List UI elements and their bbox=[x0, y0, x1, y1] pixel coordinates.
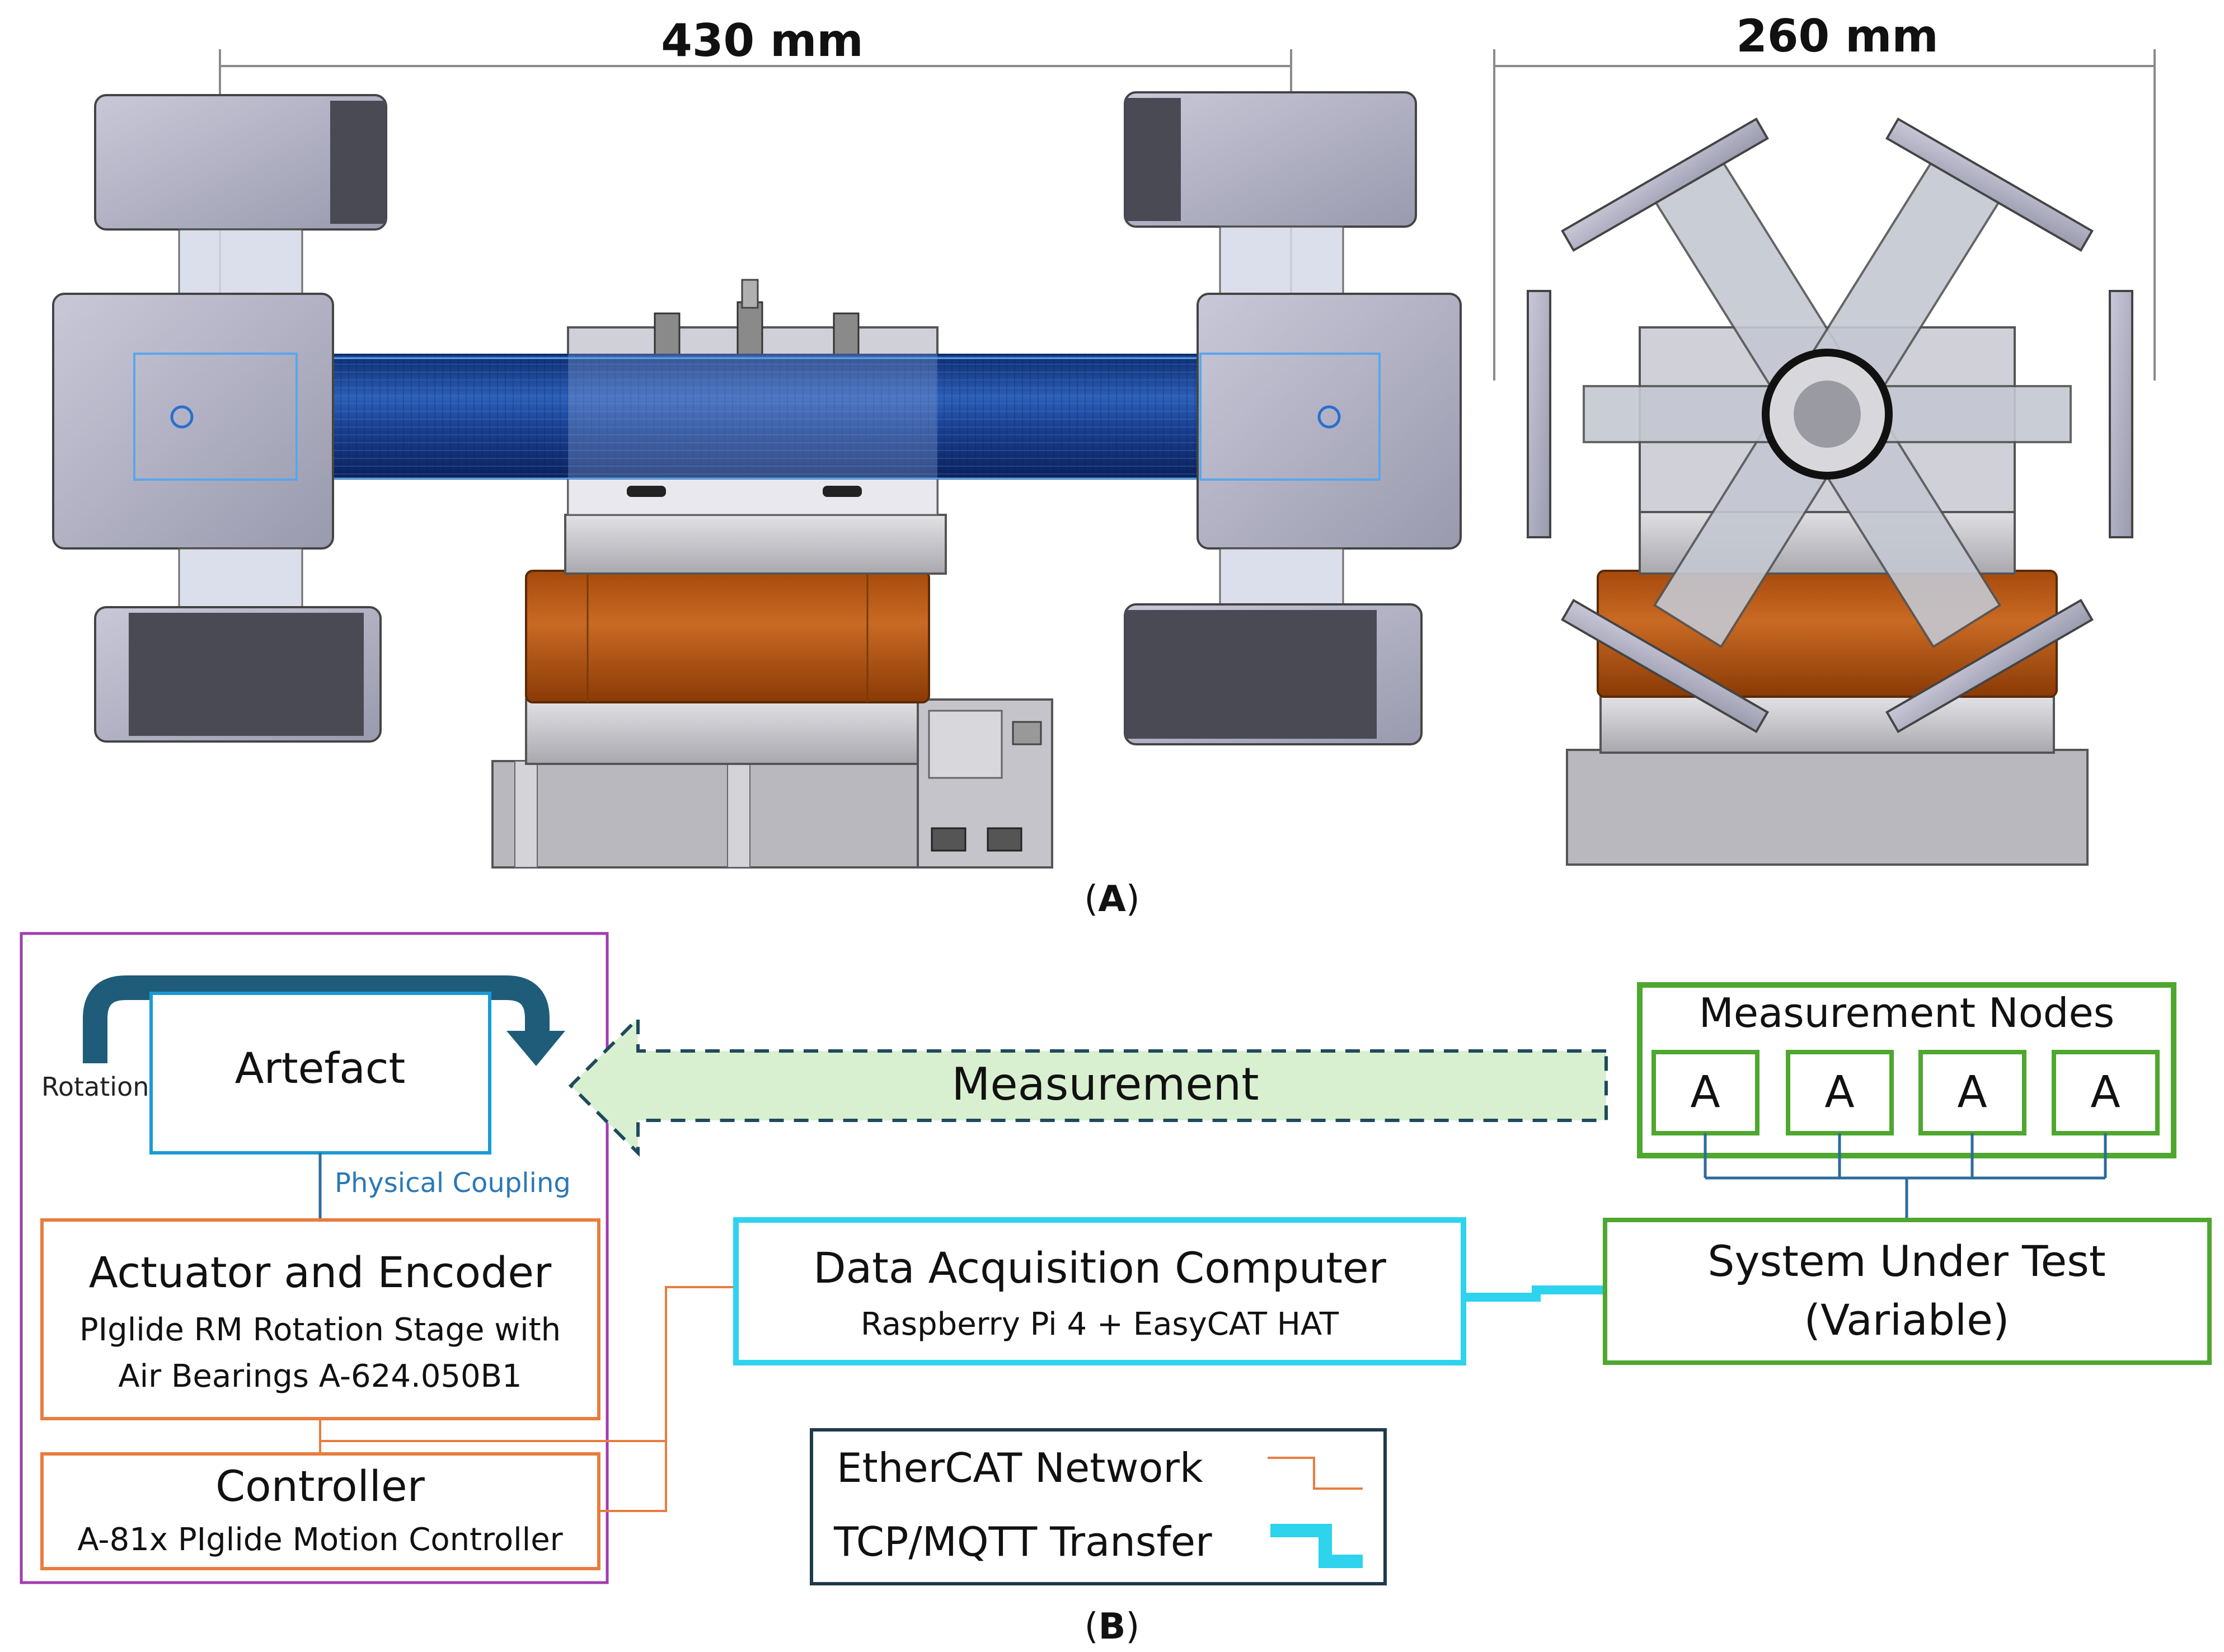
measurement-arrow bbox=[568, 1014, 1608, 1157]
daq-box bbox=[733, 1217, 1466, 1365]
node-label: A bbox=[1824, 1067, 1854, 1118]
caption-a: (A) bbox=[1084, 879, 1139, 920]
legend-tcp-swatch bbox=[1270, 1524, 1363, 1568]
actuator-line1: PIglide RM Rotation Stage with bbox=[79, 1312, 561, 1348]
dim-430-label: 430 mm bbox=[661, 15, 864, 67]
actuator-title: Actuator and Encoder bbox=[89, 1247, 552, 1297]
right-plate-assembly bbox=[1124, 91, 1462, 745]
node-box bbox=[1786, 1050, 1894, 1135]
dimension-260: 260 mm bbox=[1493, 10, 2156, 381]
controller-box bbox=[40, 1452, 600, 1570]
dim-260-label: 260 mm bbox=[1736, 10, 1939, 62]
legend-ethercat-label: EtherCAT Network bbox=[837, 1444, 1203, 1491]
controller-sub: A-81x PIglide Motion Controller bbox=[77, 1522, 563, 1558]
rotation-label: Rotation bbox=[41, 1072, 149, 1102]
tcp-link bbox=[1463, 1285, 1605, 1302]
measurement-nodes-title: Measurement Nodes bbox=[1699, 989, 2115, 1036]
sut-line2: (Variable) bbox=[1804, 1295, 2009, 1345]
system-under-test-box bbox=[1603, 1218, 2212, 1365]
node-label: A bbox=[2090, 1067, 2120, 1118]
panel-b-block-diagram: Rotation Artefact Physical Coupling Actu… bbox=[20, 932, 2212, 1648]
test-rig-boundary bbox=[20, 932, 609, 1584]
carbon-tube bbox=[132, 354, 1380, 480]
legend-box bbox=[810, 1428, 1387, 1585]
node-box bbox=[1651, 1050, 1760, 1135]
sut-line1: System Under Test bbox=[1707, 1236, 2105, 1286]
legend-tcp-label: TCP/MQTT Transfer bbox=[833, 1518, 1212, 1565]
daq-title: Data Acquisition Computer bbox=[813, 1243, 1387, 1293]
panel-a-cad-rendering: 430 mm 260 mm bbox=[52, 10, 2156, 920]
daq-sub: Raspberry Pi 4 + EasyCAT HAT bbox=[861, 1306, 1339, 1343]
actuator-box bbox=[40, 1218, 600, 1420]
artefact-box bbox=[149, 992, 491, 1154]
node-bus bbox=[1704, 1133, 2107, 1219]
caption-a-letter: A bbox=[1098, 879, 1126, 920]
artefact-label: Artefact bbox=[235, 1043, 406, 1093]
dimension-430: 430 mm bbox=[219, 15, 1292, 403]
node-box bbox=[2052, 1050, 2160, 1135]
rotation-arrowhead-icon bbox=[506, 1031, 565, 1066]
node-boxes: A A A A bbox=[1651, 1050, 2160, 1135]
node-box bbox=[1918, 1050, 2026, 1135]
caption-b: (B) bbox=[1085, 1606, 1140, 1648]
left-plate-assembly bbox=[52, 94, 387, 743]
ethercat-wiring bbox=[319, 1286, 736, 1512]
front-view bbox=[1527, 117, 2133, 866]
controller-title: Controller bbox=[215, 1461, 425, 1511]
legend-ethercat-swatch bbox=[1268, 1457, 1363, 1490]
caption-b-letter: B bbox=[1099, 1606, 1126, 1648]
node-label: A bbox=[1957, 1067, 1987, 1118]
physical-coupling-label: Physical Coupling bbox=[335, 1167, 571, 1199]
actuator-line2: Air Bearings A-624.050B1 bbox=[118, 1358, 522, 1395]
measurement-label: Measurement bbox=[951, 1058, 1259, 1110]
rotation-arrow-icon bbox=[83, 975, 550, 1063]
node-label: A bbox=[1690, 1067, 1720, 1118]
